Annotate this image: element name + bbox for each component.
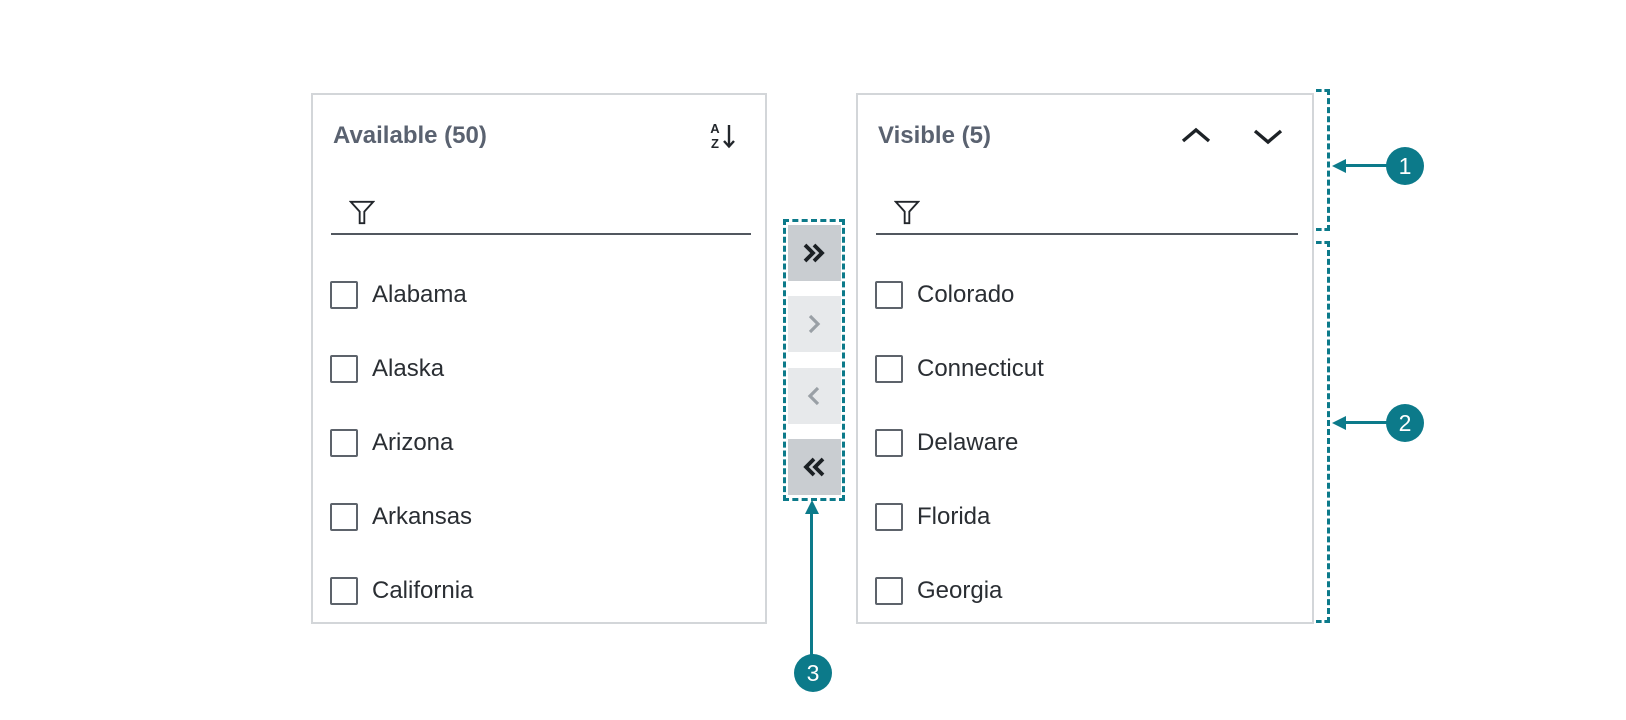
list-item: California — [330, 577, 753, 605]
list-item: Arkansas — [330, 503, 753, 531]
svg-text:A: A — [710, 121, 720, 136]
list-item: Arizona — [330, 429, 753, 457]
list-item-label[interactable]: California — [372, 577, 474, 604]
move-right-button — [787, 296, 841, 353]
visible-list: Colorado Connecticut Delaware Florida Ge… — [875, 281, 1300, 651]
visible-panel-header: Visible (5) — [878, 118, 1284, 154]
chevron-right-icon — [808, 315, 821, 334]
annotation-arrowhead-2 — [1332, 416, 1346, 430]
annotation-arrowhead-1 — [1332, 159, 1346, 173]
checkbox[interactable] — [875, 281, 903, 309]
chevron-down-icon — [1253, 129, 1283, 145]
transfer-button-group — [783, 219, 845, 501]
filter-funnel-icon — [894, 199, 920, 227]
available-panel-header: Available (50) A Z — [333, 118, 737, 154]
list-item: Alabama — [330, 281, 753, 309]
sort-az-button[interactable]: A Z — [707, 120, 737, 152]
checkbox[interactable] — [330, 577, 358, 605]
annotation-arrowhead-3 — [805, 500, 819, 514]
list-item: Connecticut — [875, 355, 1300, 383]
double-chevron-right-icon — [803, 243, 825, 263]
move-left-button — [787, 367, 841, 424]
list-item-label[interactable]: Alaska — [372, 355, 445, 382]
list-item: Colorado — [875, 281, 1300, 309]
visible-filter-input[interactable] — [932, 199, 1298, 233]
list-item: Florida — [875, 503, 1300, 531]
checkbox[interactable] — [330, 429, 358, 457]
available-filter-row — [331, 189, 751, 235]
checkbox[interactable] — [330, 355, 358, 383]
list-item: Georgia — [875, 577, 1300, 605]
list-item-label[interactable]: Colorado — [917, 281, 1015, 308]
list-item-label[interactable]: Alabama — [372, 281, 467, 308]
list-item: Delaware — [875, 429, 1300, 457]
list-item-label[interactable]: Arkansas — [372, 503, 473, 530]
chevron-up-icon — [1181, 127, 1211, 143]
checkbox[interactable] — [875, 429, 903, 457]
move-down-button[interactable] — [1252, 126, 1284, 146]
annotation-badge-3: 3 — [794, 654, 832, 692]
visible-filter-row — [876, 189, 1298, 235]
checkbox[interactable] — [330, 281, 358, 309]
list-item-label[interactable]: Florida — [917, 503, 991, 530]
annotation-badge-2: 2 — [1386, 404, 1424, 442]
annotation-arrow-line-1 — [1345, 164, 1387, 167]
visible-panel: Visible (5) Colora — [856, 93, 1314, 624]
move-all-left-button[interactable] — [787, 438, 841, 495]
sort-az-icon: A Z — [710, 121, 735, 151]
chevron-left-icon — [807, 386, 820, 405]
list-item-label[interactable]: Connecticut — [917, 355, 1044, 382]
annotation-badge-1: 1 — [1386, 147, 1424, 185]
annotation-bracket-list — [1316, 241, 1330, 623]
move-up-button[interactable] — [1180, 126, 1212, 146]
list-item-label[interactable]: Delaware — [917, 429, 1019, 456]
available-filter-input[interactable] — [387, 199, 751, 233]
annotation-arrow-line-2 — [1345, 421, 1387, 424]
filter-funnel-icon — [349, 199, 375, 227]
list-item-label[interactable]: Arizona — [372, 429, 454, 456]
svg-text:Z: Z — [711, 136, 719, 151]
checkbox[interactable] — [875, 503, 903, 531]
visible-panel-title: Visible (5) — [878, 122, 991, 149]
checkbox[interactable] — [875, 577, 903, 605]
annotation-bracket-header — [1316, 89, 1330, 231]
available-panel: Available (50) A Z Alabama — [311, 93, 767, 624]
checkbox[interactable] — [330, 503, 358, 531]
available-panel-title: Available (50) — [333, 122, 487, 149]
double-chevron-left-icon — [803, 457, 825, 477]
checkbox[interactable] — [875, 355, 903, 383]
list-item: Alaska — [330, 355, 753, 383]
annotation-arrow-line-3 — [810, 513, 813, 655]
move-all-right-button[interactable] — [787, 225, 841, 281]
list-item-label[interactable]: Georgia — [917, 577, 1003, 604]
available-list: Alabama Alaska Arizona Arkansas Californ… — [330, 281, 753, 651]
